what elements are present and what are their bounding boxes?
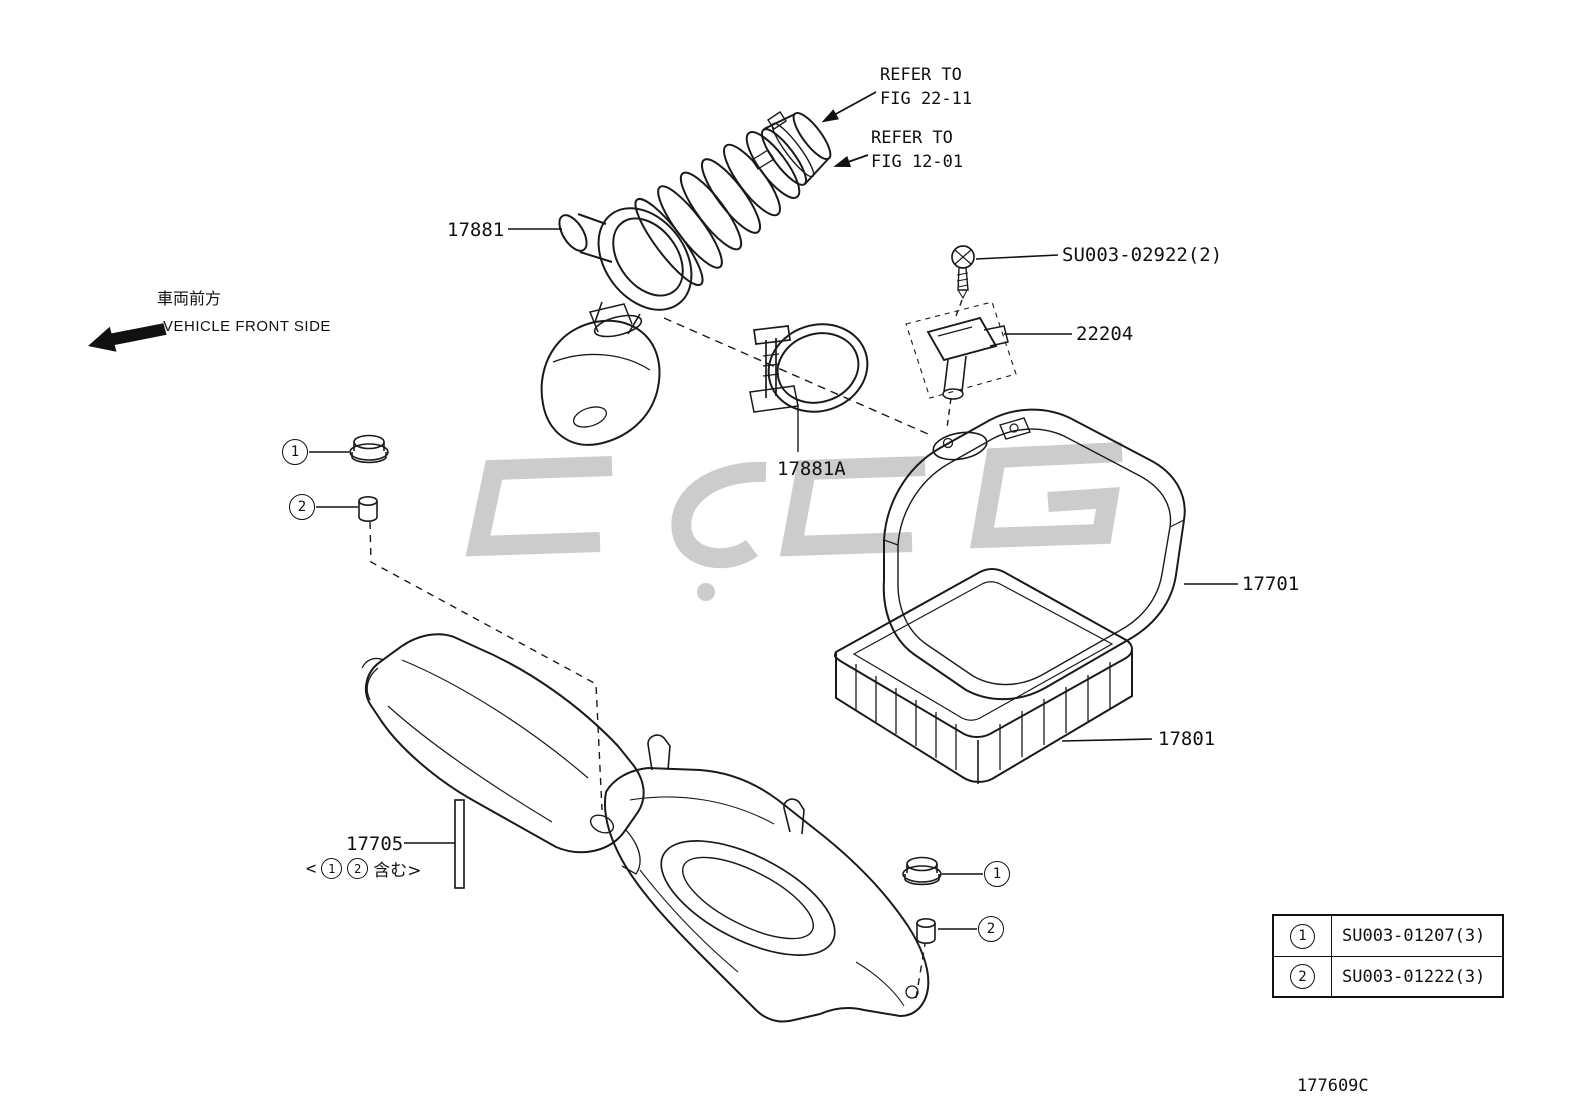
refer-arrows [821,91,877,168]
label-part-17801: 17801 [1158,728,1216,750]
label-vehicle-front-en: VEHICLE FRONT SIDE [163,318,331,335]
watermark [465,442,1123,601]
label-part-17881a: 17881A [777,458,846,480]
air-cleaner-case-17701-art [882,408,1186,701]
screw-art [951,245,975,300]
maf-sensor-22204-art [926,316,1009,400]
grommet-1-right-art [902,856,942,886]
label-refer-fig-22-11: REFER TO FIG 22-11 [880,65,973,109]
label-screw-code: SU003-02922(2) [1062,244,1223,266]
legend-row-1-code: SU003-01207(3) [1342,926,1486,946]
assembly-dashed-lines [369,299,1017,999]
legend-row-1-number: 1 [1290,923,1315,949]
spacer-2-right-art [916,917,936,944]
grommet-1-left-art [349,434,389,464]
spacer-2-left-art [358,495,378,522]
marker-2-right: 2 [978,916,1004,942]
includes-marker-2: 2 [347,858,369,879]
label-part-17881: 17881 [447,219,505,241]
legend-row-2: 2 SU003-01222(3) [1274,956,1502,996]
hose-clamp-17881a-art [749,323,869,452]
marker-2-left: 2 [289,494,315,520]
legend-row-2-number: 2 [1290,964,1315,989]
includes-marker-1: 1 [321,858,343,879]
legend-row-2-marker: 2 [1274,957,1332,996]
label-vehicle-front-jp: 車両前方 [157,289,222,308]
legend-row-2-code: SU003-01222(3) [1342,966,1486,987]
resonator-chamber-art [540,303,661,446]
includes-suffix: 含む> [373,861,422,881]
vehicle-front-arrow [88,323,167,352]
legend-row-1-marker: 1 [1274,916,1332,956]
inlet-duct-17705-art [361,633,930,1023]
includes-note: < 1 2 含む> [306,856,422,881]
label-refer-fig-12-01: REFER TO FIG 12-01 [871,128,964,172]
leader-lines [309,228,1238,930]
diagram-code: 177609C [1297,1076,1369,1096]
label-part-17705: 17705 [346,833,404,855]
legend-table: 1 SU003-01207(3) 2 SU003-01222(3) [1272,914,1504,998]
label-part-22204: 22204 [1076,323,1134,345]
marker-1-left: 1 [282,439,308,465]
legend-row-1: 1 SU003-01207(3) [1274,916,1502,956]
includes-prefix: < [306,858,317,879]
intake-hose-17881-art [558,111,832,338]
marker-1-right: 1 [984,861,1010,887]
filter-pleats [855,662,1111,770]
label-part-17701: 17701 [1242,573,1300,595]
air-filter-element-17801-art [833,568,1133,784]
